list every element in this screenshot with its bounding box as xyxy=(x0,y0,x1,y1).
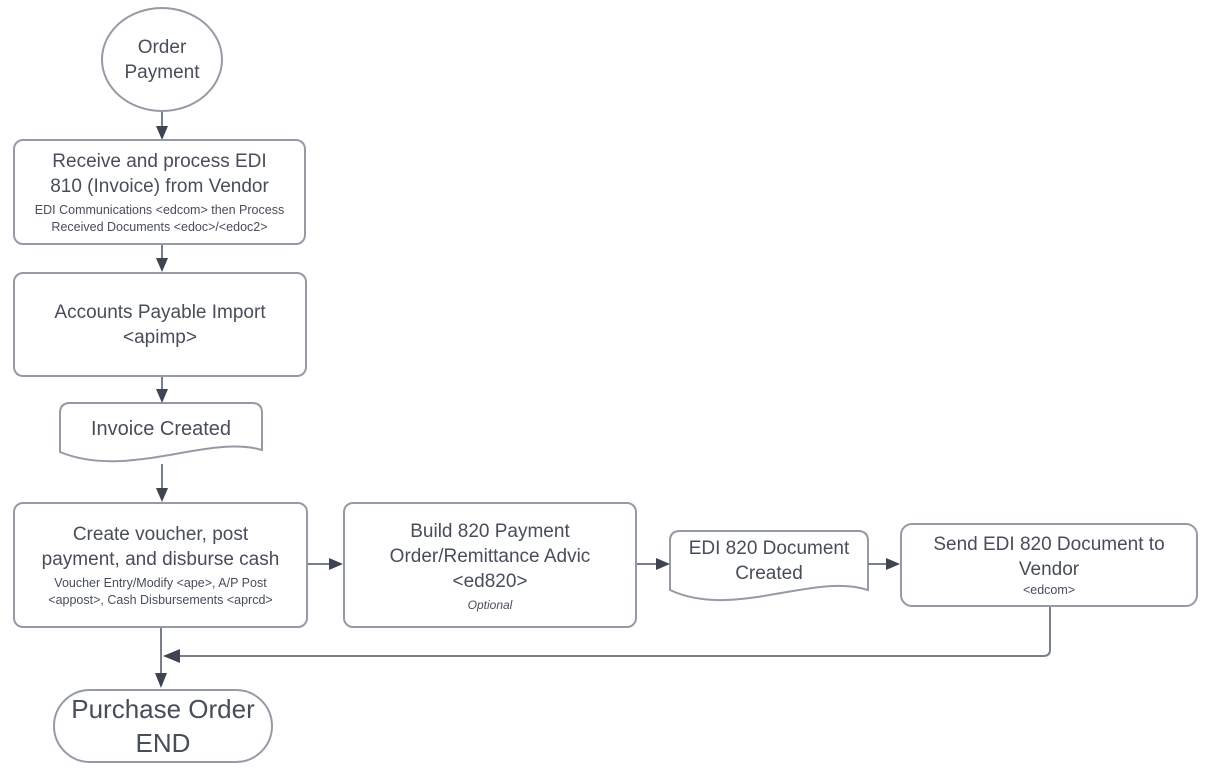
start-label: Order Payment xyxy=(124,36,200,83)
arrowhead-build820-to-edi820doc xyxy=(656,558,670,570)
create-voucher-label: Create voucher, post payment, and disbur… xyxy=(41,523,280,570)
invoice-created-node: Invoice Created xyxy=(60,404,262,454)
receive-edi-810-node: Receive and process EDI 810 (Invoice) fr… xyxy=(13,139,306,245)
arrowhead-edi820doc-to-send xyxy=(886,558,900,570)
invoice-created-label: Invoice Created xyxy=(90,417,232,440)
arrowhead-voucher-to-end xyxy=(155,673,167,688)
arrowhead-receive-to-apimport xyxy=(156,258,168,272)
arrowhead-apimport-to-invoicecreated xyxy=(156,389,168,403)
edge-send-to-merge xyxy=(180,607,1051,657)
invoice-created-document-shape xyxy=(59,402,263,463)
build-820-node: Build 820 Payment Order/Remittance Advic… xyxy=(343,502,637,628)
ap-import-node: Accounts Payable Import <apimp> xyxy=(13,272,307,377)
ap-import-label: Accounts Payable Import <apimp> xyxy=(54,301,266,348)
start-node: Order Payment xyxy=(101,7,223,112)
edi-820-created-document-shape xyxy=(669,530,869,602)
receive-edi-810-sublabel: EDI Communications <edcom> then Process … xyxy=(34,202,285,234)
arrowhead-send-to-merge xyxy=(163,649,180,663)
arrowhead-invoicecreated-to-voucher xyxy=(156,488,168,502)
send-edi-820-sublabel: <edcom> xyxy=(1022,582,1076,597)
edi-820-created-node: EDI 820 Document Created xyxy=(670,533,868,589)
create-voucher-sublabel: Voucher Entry/Modify <ape>, A/P Post <ap… xyxy=(48,575,273,607)
create-voucher-node: Create voucher, post payment, and disbur… xyxy=(13,502,308,628)
receive-edi-810-label: Receive and process EDI 810 (Invoice) fr… xyxy=(50,150,269,197)
end-node: Purchase Order END xyxy=(53,689,273,763)
build-820-note: Optional xyxy=(467,597,513,612)
arrowhead-start-to-receive xyxy=(156,126,168,140)
send-edi-820-label: Send EDI 820 Document to Vendor xyxy=(933,533,1165,580)
end-label: Purchase Order END xyxy=(71,694,255,758)
send-edi-820-node: Send EDI 820 Document to Vendor <edcom> xyxy=(900,523,1198,607)
edi-820-created-label: EDI 820 Document Created xyxy=(688,538,850,584)
build-820-label: Build 820 Payment Order/Remittance Advic… xyxy=(389,520,591,592)
arrowhead-voucher-to-build820 xyxy=(329,558,343,570)
